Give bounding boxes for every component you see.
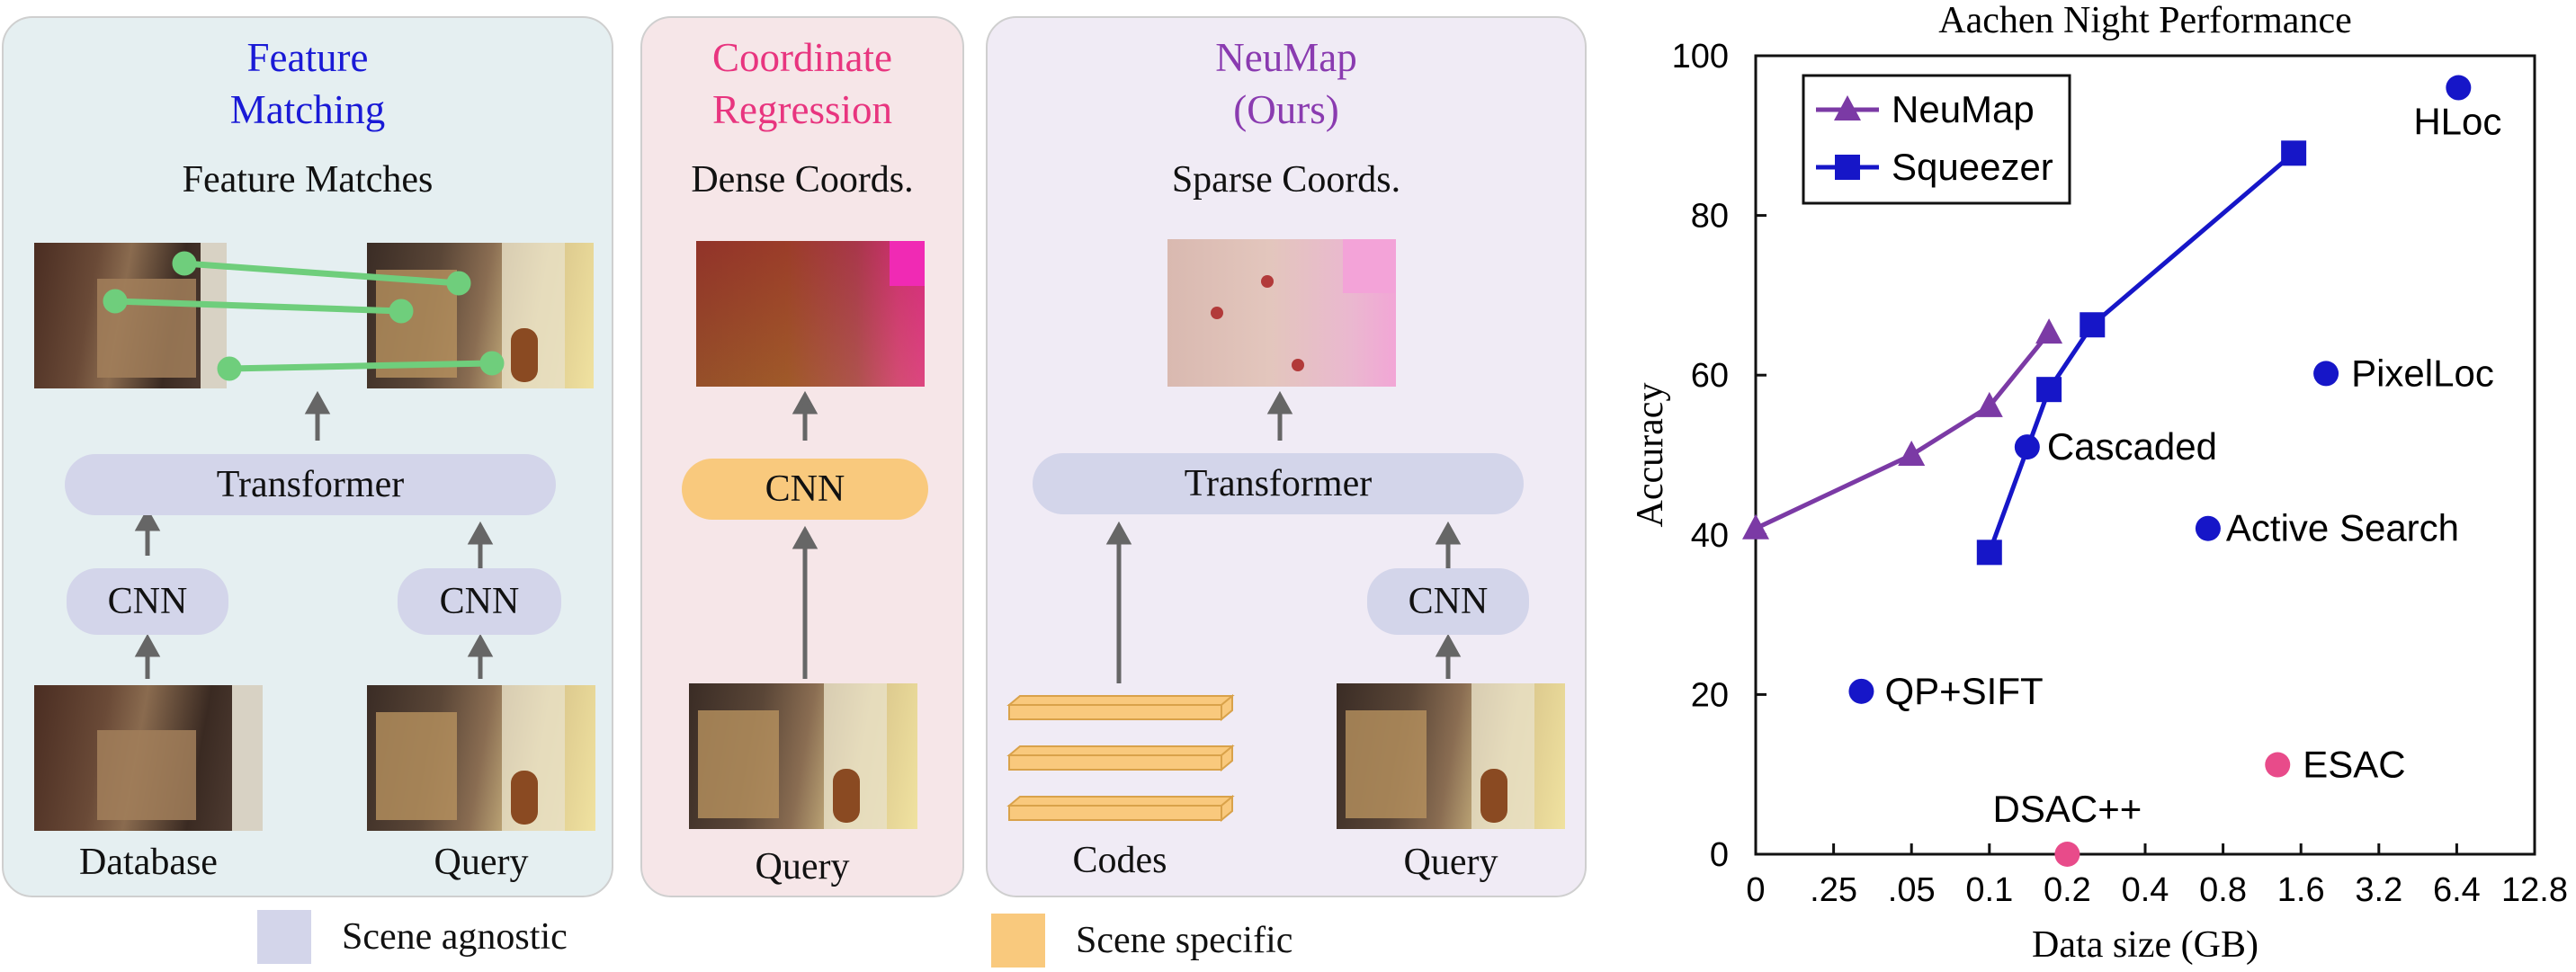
database-label: Database (79, 842, 218, 883)
squeezer-point (2036, 377, 2062, 403)
neumap-point (1742, 513, 1769, 540)
squeezer-line (1987, 151, 2295, 554)
x-tick-label: 0 (1746, 871, 1765, 909)
x-tick-label: 6.4 (2433, 871, 2481, 909)
neumap-point (2035, 318, 2063, 344)
query-label-feature-matching: Query (434, 842, 529, 883)
dense-coords-subtitle: Dense Coords. (691, 159, 914, 201)
qp-sift-label: QP+SIFT (1884, 670, 2043, 712)
squeezer-point (2281, 140, 2307, 166)
codes-label: Codes (1072, 840, 1167, 881)
squeezer-legend-marker (1835, 155, 1860, 180)
x-axis-label: Data size (GB) (2032, 924, 2258, 966)
feature-matching-title: Feature Matching (229, 35, 386, 132)
query-image-feature-matching (367, 685, 595, 831)
x-tick-label: 0.8 (2199, 871, 2247, 909)
transformer-block-feature-matching: Transformer (65, 454, 556, 515)
neumap-point (1975, 391, 2003, 417)
y-tick-label: 0 (1710, 836, 1729, 874)
pixelloc-label: PixelLoc (2351, 352, 2494, 394)
y-tick-label: 60 (1691, 357, 1729, 395)
scene-specific-swatch (991, 914, 1045, 968)
cnn-block-neumap: CNN (1367, 568, 1529, 635)
dsac-label: DSAC++ (1993, 788, 2142, 830)
neumap-title: NeuMap (Ours) (1215, 35, 1357, 132)
x-tick-label: 3.2 (2355, 871, 2402, 909)
squeezer-point (1976, 540, 2002, 566)
query-label-neumap: Query (1403, 842, 1498, 883)
squeezer-point (2080, 312, 2106, 338)
x-tick-label: 0.4 (2122, 871, 2169, 909)
active-search-label: Active Search (2226, 507, 2459, 549)
squeezer-legend-label: Squeezer (1892, 146, 2053, 188)
active-search-point (2195, 515, 2221, 541)
query-image-neumap (1337, 683, 1565, 829)
cascaded-point (2014, 434, 2040, 460)
dense-coords-image (696, 241, 925, 387)
y-tick-label: 40 (1691, 517, 1729, 555)
scene-agnostic-label: Scene agnostic (342, 916, 568, 958)
x-tick-label: 1.6 (2277, 871, 2325, 909)
qp-sift-point (1848, 678, 1874, 704)
dsac-point (2054, 842, 2080, 867)
coordinate-regression-title: Coordinate Regression (712, 35, 892, 132)
pixelloc-point (2313, 361, 2339, 387)
arrows-coordinate-regression (792, 390, 818, 679)
y-tick-label: 20 (1691, 676, 1729, 714)
sparse-coords-subtitle: Sparse Coords. (1171, 159, 1401, 201)
y-tick-label: 80 (1691, 198, 1729, 236)
x-tick-label: .25 (1810, 871, 1857, 909)
query-label-coordinate-regression: Query (755, 846, 850, 887)
x-tick-label: 12.8 (2501, 871, 2568, 909)
hloc-label: HLoc (2413, 101, 2501, 143)
neumap-point (1898, 441, 1926, 466)
sparse-coords-image (1167, 239, 1396, 387)
x-tick-label: 0.2 (2044, 871, 2091, 909)
x-tick-label: .05 (1888, 871, 1936, 909)
transformer-block-neumap: Transformer (1033, 453, 1524, 514)
esac-point (2265, 752, 2291, 778)
cascaded-label: Cascaded (2047, 425, 2217, 468)
chart-title: Aachen Night Performance (1938, 0, 2351, 41)
neumap-legend-label: NeuMap (1892, 88, 2035, 130)
query-image-coordinate-regression (689, 683, 917, 829)
esac-label: ESAC (2303, 744, 2405, 786)
database-image (34, 685, 263, 831)
codes-bars (1006, 693, 1235, 823)
neumap-legend-marker (1834, 95, 1861, 120)
match-lines (103, 251, 505, 381)
cnn-block-database: CNN (67, 568, 228, 635)
y-axis-label: Accuracy (1630, 383, 1671, 528)
hloc-point (2446, 75, 2472, 101)
arrows-neumap (1105, 390, 1462, 683)
cnn-block-query: CNN (398, 568, 561, 635)
feature-matches-subtitle: Feature Matches (182, 159, 434, 201)
y-tick-label: 100 (1672, 38, 1729, 76)
x-tick-label: 0.1 (1965, 871, 2013, 909)
scene-specific-label: Scene specific (1076, 920, 1293, 961)
scene-agnostic-swatch (257, 910, 311, 964)
cnn-block-coordinate-regression: CNN (682, 459, 928, 520)
neumap-line (1754, 331, 2052, 531)
arrows-feature-matching (134, 390, 494, 679)
